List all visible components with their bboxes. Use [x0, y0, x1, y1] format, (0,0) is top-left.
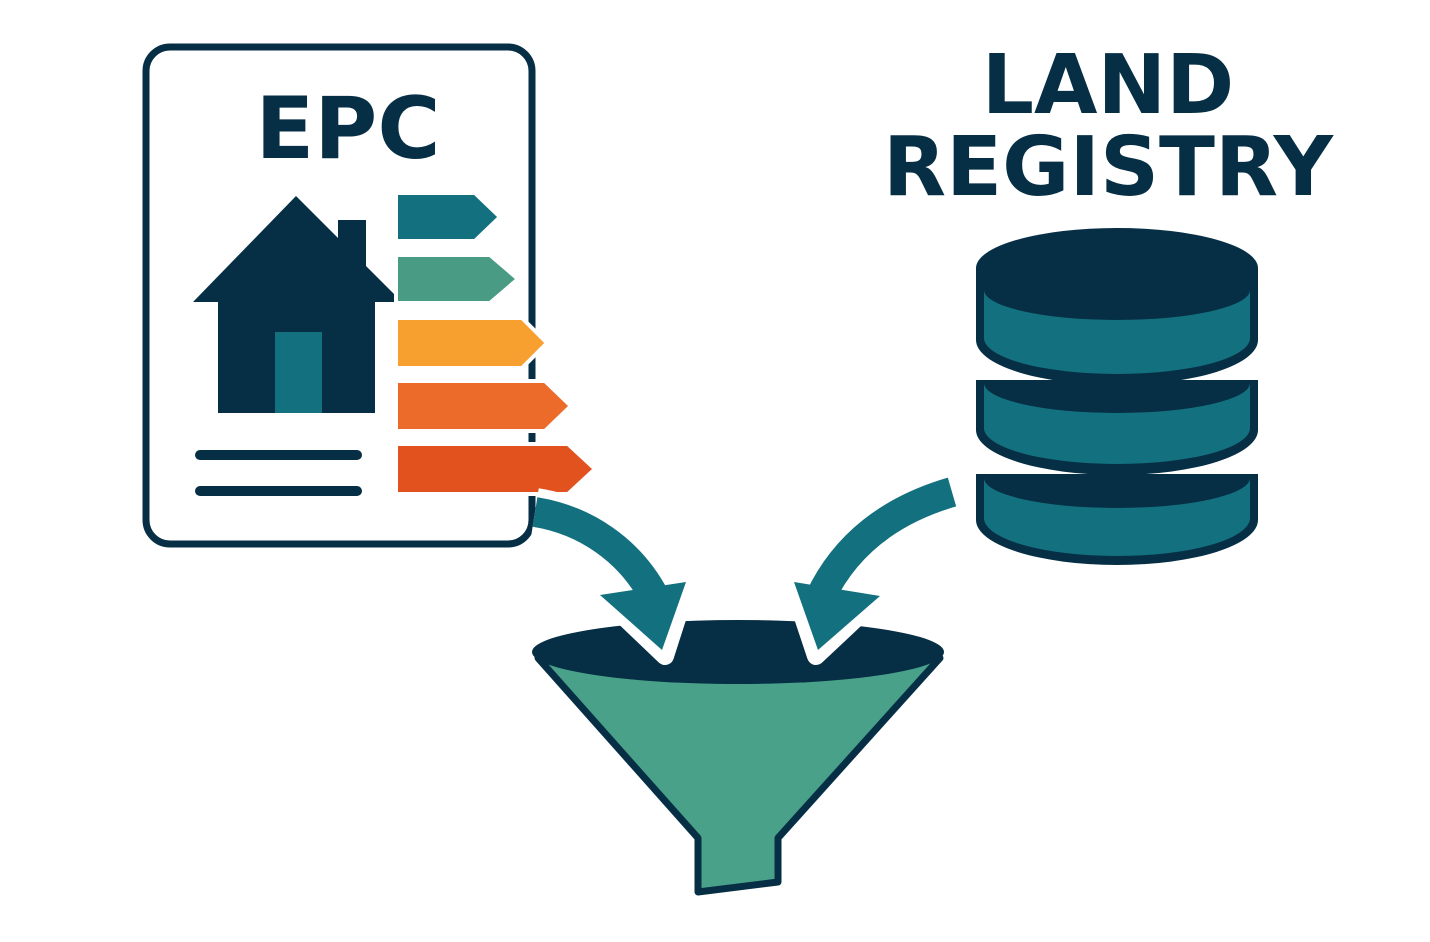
house-body	[193, 196, 402, 413]
database-tier	[984, 290, 1250, 374]
curved-arrow-icon	[530, 488, 699, 665]
land-registry-title-line1: LAND	[982, 38, 1234, 133]
document-text-line	[195, 450, 362, 460]
land-registry-title-line2: REGISTRY	[883, 120, 1335, 215]
funnel-body	[534, 654, 944, 896]
funnel-icon	[532, 620, 944, 896]
database-icon	[976, 228, 1258, 565]
energy-rating-bars	[394, 191, 598, 496]
arrow-shaft	[806, 477, 957, 605]
energy-bar	[394, 316, 550, 370]
database-tier	[984, 383, 1250, 464]
epc-title: EPC	[256, 79, 441, 179]
arrow-head	[600, 582, 686, 650]
document-text-line	[195, 486, 362, 496]
energy-bar	[394, 379, 574, 433]
house-door	[275, 332, 322, 413]
house-icon	[193, 196, 402, 413]
database-top	[976, 228, 1258, 308]
funnel-rim	[532, 620, 944, 684]
energy-bar	[394, 442, 598, 496]
energy-bar	[394, 253, 522, 305]
energy-bar	[394, 191, 503, 243]
database-tier	[984, 478, 1250, 556]
curved-arrow-icon	[781, 468, 960, 665]
arrow-shaft	[532, 497, 669, 606]
epc-document-icon: EPC	[142, 43, 598, 548]
arrow-head	[794, 582, 880, 650]
